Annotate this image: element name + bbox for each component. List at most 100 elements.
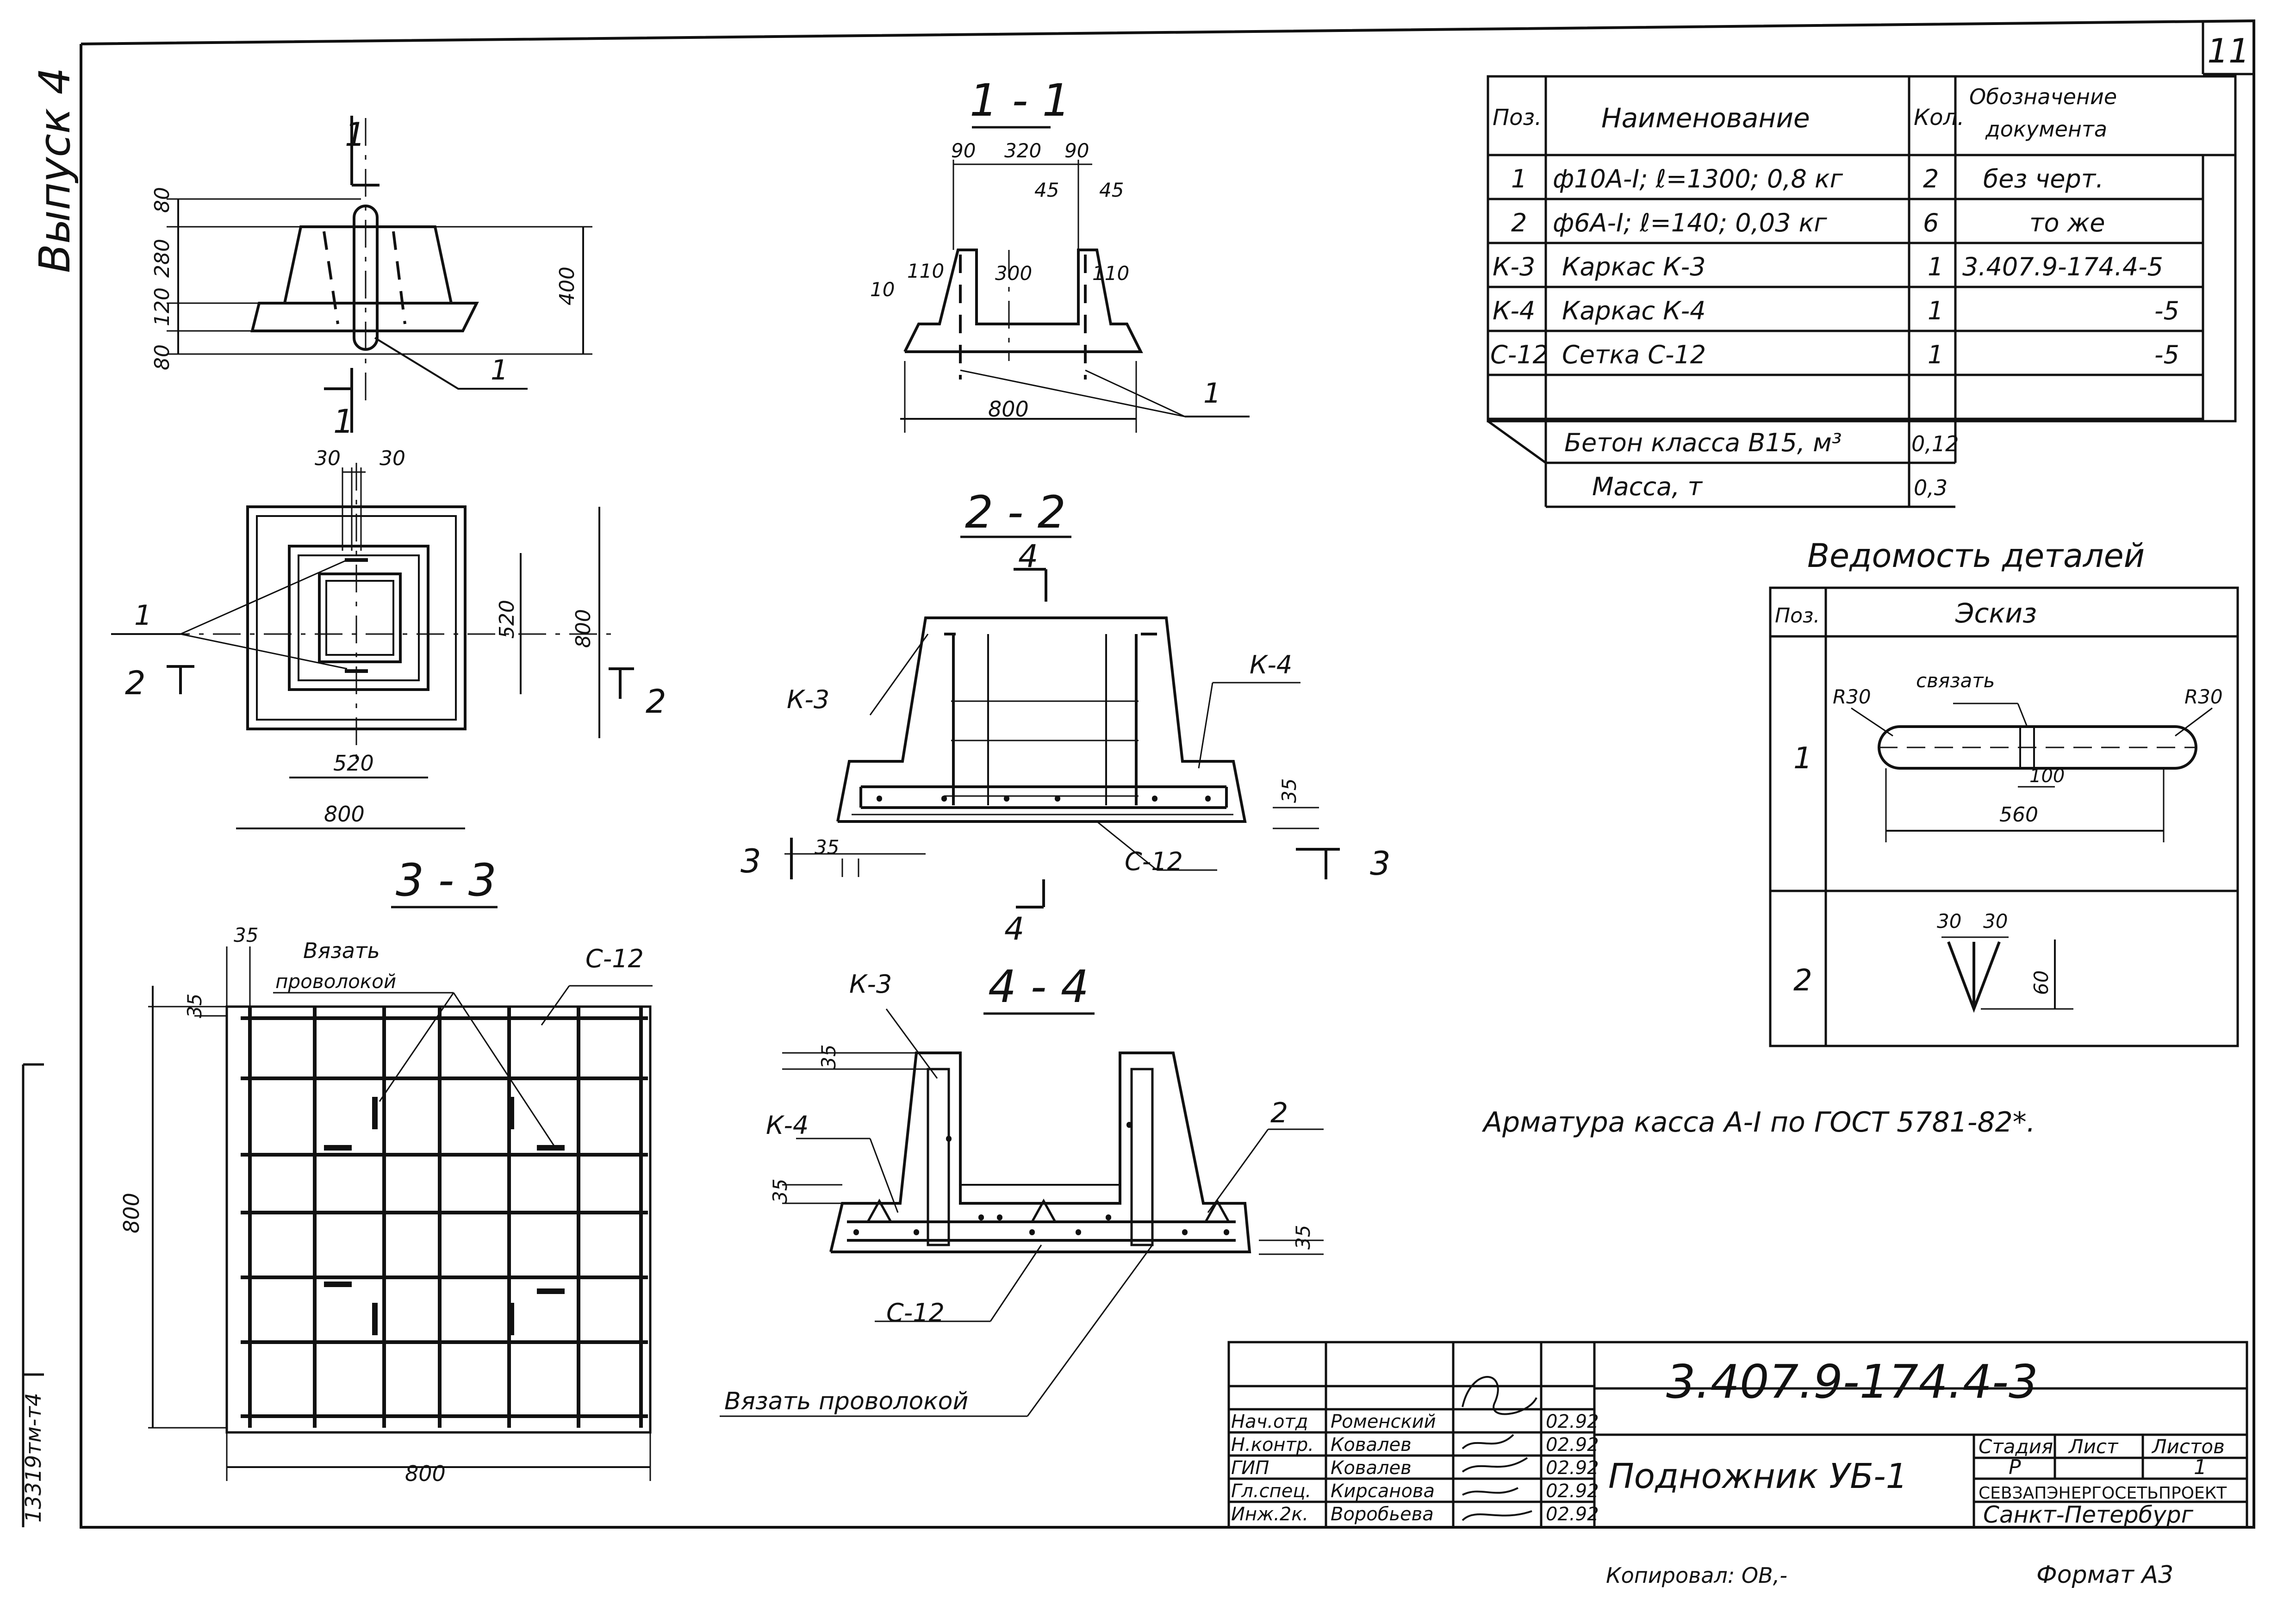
detail-2-dim-60: 60 [2030, 971, 2053, 995]
spec-row-4-qty: 1 [1928, 296, 1943, 325]
spec-row-7-qty: 0,12 [1911, 431, 1959, 456]
section-4-4-dim-35-mid: 35 [769, 1179, 791, 1203]
sig-role-5: Инж.2к. [1231, 1504, 1308, 1525]
section-1-1-dim-45-right: 45 [1099, 179, 1124, 201]
detail-1-sketch [1851, 703, 2213, 842]
spec-mass-label: Масса, т [1592, 472, 1703, 501]
elevation-dim-80-top: 80 [150, 187, 174, 213]
section-2-2 [784, 535, 1340, 908]
copied-by: Копировал: ОВ,- [1606, 1563, 1787, 1588]
section-3-3-dim-35-top: 35 [234, 924, 258, 946]
details-table-grid [1769, 586, 2239, 1047]
plan-dim-30-left: 30 [315, 447, 341, 470]
archive-stamp [22, 1063, 44, 1527]
section-3-3 [148, 906, 653, 1481]
section-4-4-dim-35-top: 35 [817, 1045, 840, 1069]
section-2-2-title: 2 - 2 [965, 486, 1066, 538]
issue-label: Выпуск 4 [30, 68, 80, 273]
spec-row-3-qty: 1 [1928, 252, 1943, 281]
detail-2-dim-30-right: 30 [1983, 910, 2008, 933]
elevation-dim-80-bottom: 80 [150, 344, 174, 370]
section-4-4-label-c12: С-12 [886, 1298, 945, 1327]
detail-1-dim-100: 100 [2029, 765, 2065, 787]
spec-row-5-doc: -5 [2154, 340, 2179, 369]
sig-role-2: Н.контр. [1231, 1434, 1314, 1456]
spec-header-pos: Поз. [1493, 105, 1542, 131]
plan-leader-label: 1 [134, 599, 152, 632]
section-1-1-title: 1 - 1 [970, 75, 1070, 126]
section-2-2-label-k4: К-4 [1250, 650, 1292, 679]
sheet-header: Лист [2068, 1435, 2119, 1458]
elevation-view [167, 116, 592, 433]
spec-row-4-pos: К-4 [1493, 296, 1535, 325]
plan-dim-520-side: 520 [495, 600, 519, 639]
spec-header-qty: Кол. [1914, 105, 1964, 131]
elevation-dim-400: 400 [555, 267, 579, 305]
spec-table-rows: 1 ф10А-I; ℓ=1300; 0,8 кг 2 без черт. 2 ф… [1490, 164, 2179, 501]
section-2-2-label-c12: С-12 [1125, 847, 1183, 876]
detail-1-radius-left: R30 [1833, 685, 1871, 708]
rebar-note: Арматура касса А-I по ГОСТ 5781-82*. [1481, 1106, 2035, 1139]
sig-date-1: 02.92 [1546, 1411, 1599, 1432]
item-name: Подножник УБ-1 [1608, 1456, 1908, 1496]
section-2-2-mark-bottom: 4 [1004, 911, 1024, 947]
spec-row-2-qty: 6 [1923, 208, 1939, 237]
spec-row-4-name: Каркас К-4 [1562, 296, 1705, 325]
section-1-1-dim-90-right: 90 [1064, 139, 1089, 162]
spec-header-doc-line1: Обозначение [1969, 84, 2117, 109]
section-3-3-dim-800-bottom: 800 [405, 1461, 446, 1486]
section-1-1-dim-110-right: 110 [1092, 262, 1129, 285]
section-1-1 [900, 126, 1250, 433]
detail-2-dim-30-left: 30 [1937, 910, 1961, 933]
sig-name-2: Ковалев [1331, 1434, 1412, 1456]
section-2-2-label-k3: К-3 [787, 685, 829, 714]
spec-row-2-doc: то же [2029, 208, 2105, 237]
sig-name-5: Воробьева [1331, 1504, 1434, 1525]
spec-row-3-name: Каркас К-3 [1562, 252, 1705, 281]
section-4-4-label-k3: К-3 [849, 970, 892, 999]
stage-header: Стадия [1979, 1435, 2053, 1458]
section-4-4-note: Вязать проволокой [724, 1388, 968, 1415]
sig-role-1: Нач.отд [1231, 1411, 1308, 1432]
section-2-2-section-right: 3 [1370, 845, 1391, 883]
spec-row-2-pos: 2 [1511, 208, 1527, 237]
section-4-4 [720, 1008, 1324, 1417]
detail-1-radius-right: R30 [2184, 685, 2223, 708]
signature-rows: Нач.отд Роменский 02.92 Н.контр. Ковалев… [1231, 1411, 1599, 1525]
spec-row-5-pos: С-12 [1490, 340, 1549, 369]
sheet-format: Формат А3 [2036, 1561, 2173, 1589]
handwritten-signatures [1462, 1376, 1537, 1521]
page-number: 11 [2207, 31, 2250, 70]
plan-section-left: 2 [125, 664, 146, 702]
section-4-4-dim-35-right: 35 [1292, 1225, 1314, 1250]
section-3-3-dim-800-side: 800 [119, 1193, 144, 1233]
sheets-header: Листов [2151, 1435, 2225, 1458]
org-city: Санкт-Петербург [1983, 1501, 2194, 1528]
section-3-3-dim-35-side: 35 [183, 994, 206, 1018]
section-1-1-dim-45-left: 45 [1034, 179, 1059, 201]
section-2-2-dim-35-right: 35 [1278, 778, 1300, 803]
section-3-3-note-line1: Вязать [303, 938, 380, 963]
spec-row-4-doc: -5 [2154, 296, 2179, 325]
sig-role-3: ГИП [1231, 1457, 1269, 1479]
spec-row-5-qty: 1 [1928, 340, 1943, 369]
org-name: СЕВЗАПЭНЕРГОСЕТЬПРОЕКТ [1979, 1484, 2227, 1503]
sig-date-3: 02.92 [1546, 1457, 1599, 1479]
sheets-value: 1 [2194, 1456, 2207, 1479]
details-row-1-pos: 1 [1793, 741, 1812, 776]
section-2-2-section-left: 3 [740, 842, 761, 880]
details-header-pos: Поз. [1775, 604, 1820, 628]
spec-header-name: Наименование [1601, 102, 1810, 134]
spec-row-1-name: ф10А-I; ℓ=1300; 0,8 кг [1553, 164, 1843, 193]
details-row-2-pos: 2 [1793, 964, 1812, 998]
elevation-dim-280: 280 [150, 239, 174, 278]
elevation-leader-label: 1 [491, 354, 508, 386]
sig-date-5: 02.92 [1546, 1504, 1599, 1525]
details-header-sketch: Эскиз [1955, 597, 2037, 629]
spec-table-grid [1487, 75, 2237, 508]
detail-1-dim-560: 560 [1999, 803, 2038, 827]
plan-dim-30-right: 30 [380, 447, 405, 470]
plan-dim-520: 520 [333, 751, 374, 776]
details-title: Ведомость деталей [1807, 537, 2145, 575]
